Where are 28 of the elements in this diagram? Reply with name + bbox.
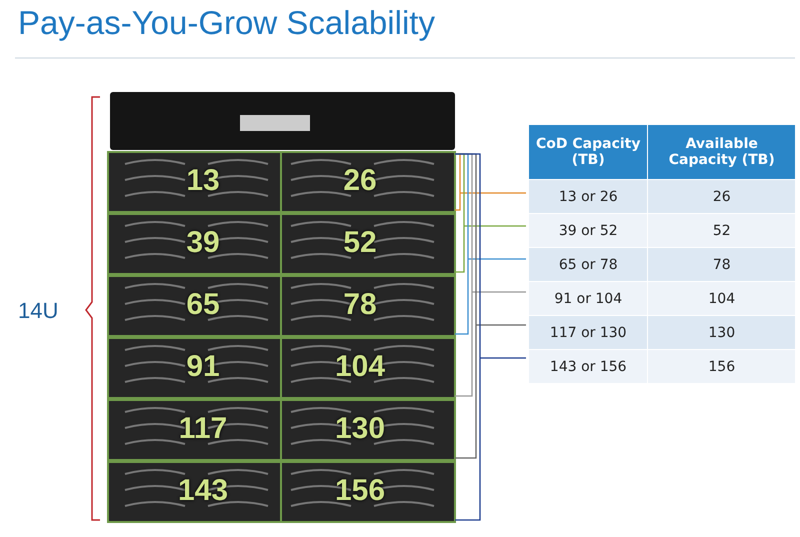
column-header: CoD Capacity (TB) — [528, 124, 648, 180]
capacity-number: 91 — [185, 350, 221, 384]
table-cell: 104 — [648, 282, 796, 316]
table-cell: 156 — [648, 350, 796, 384]
table-cell: 13 or 26 — [528, 180, 648, 214]
capacity-number: 143 — [176, 474, 230, 508]
table-cell: 143 or 156 — [528, 350, 648, 384]
table-cell: 130 — [648, 316, 796, 350]
capacity-number: 39 — [185, 226, 221, 260]
table-cell: 65 or 78 — [528, 248, 648, 282]
capacity-number: 13 — [185, 164, 221, 198]
capacity-number: 52 — [342, 226, 378, 260]
table-cell: 91 or 104 — [528, 282, 648, 316]
capacity-number: 78 — [342, 288, 378, 322]
table-cell: 117 or 130 — [528, 316, 648, 350]
capacity-number: 156 — [334, 474, 386, 508]
table-cell: 26 — [648, 180, 796, 214]
column-header: Available Capacity (TB) — [648, 124, 796, 180]
title: Pay-as-You-Grow Scalability — [18, 4, 435, 42]
table-cell: 52 — [648, 214, 796, 248]
capacity-number: 104 — [334, 350, 386, 384]
capacity-number: 130 — [334, 412, 386, 446]
capacity-number: 117 — [178, 412, 228, 446]
capacity-number: 65 — [185, 288, 221, 322]
table-cell: 39 or 52 — [528, 214, 648, 248]
capacity-number: 26 — [342, 164, 378, 198]
height-label: 14U — [18, 298, 58, 324]
table-cell: 78 — [648, 248, 796, 282]
